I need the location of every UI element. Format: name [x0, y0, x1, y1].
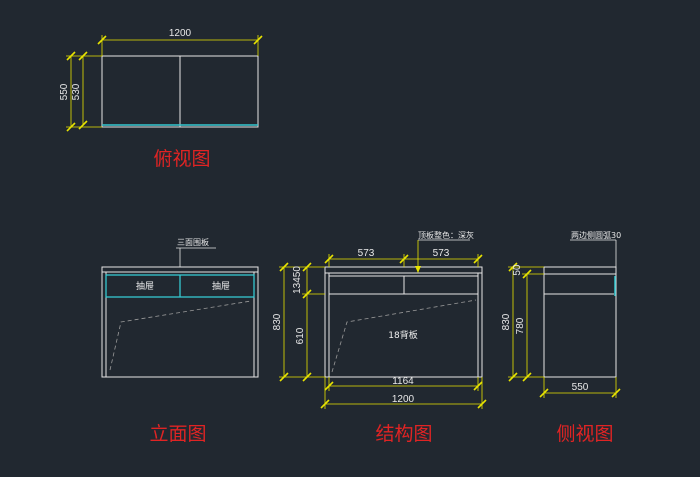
structure-note-arrow: [415, 266, 421, 273]
side-outline: [543, 266, 617, 378]
structure-outline: [324, 266, 483, 378]
structure-bottom-tick-4: [477, 399, 487, 409]
structure-view-title: 结构图: [375, 423, 432, 445]
structure-height-total-text: 830: [272, 313, 283, 330]
top-width-tick-right: [253, 35, 263, 45]
structure-top-tick-2: [399, 254, 409, 264]
front-leader-note: 三面围板: [177, 237, 209, 247]
structure-height-tick-1: [279, 262, 289, 272]
structure-view: 18背板 573 573 顶板整色：深灰 830 610 13450: [272, 230, 487, 445]
structure-height-lower-text: 610: [295, 327, 306, 344]
side-view-title: 侧视图: [556, 423, 613, 445]
structure-top-tick-3: [473, 254, 483, 264]
side-height-total-text: 830: [501, 313, 512, 330]
front-view-title: 立面图: [149, 423, 206, 445]
top-depth-tick-2: [66, 122, 76, 132]
side-height-tick-4: [522, 372, 532, 382]
structure-bottom-tick-3: [320, 399, 330, 409]
front-hidden-line: [109, 300, 252, 371]
top-depth-tick-4: [78, 120, 88, 130]
structure-height-tick-5: [302, 372, 312, 382]
structure-top-tick-1: [324, 254, 334, 264]
side-height-tick-3: [522, 269, 532, 279]
side-view: 两边侧圆弧30 830 780 50 550 侧视图: [501, 230, 621, 445]
side-height-tick-2: [508, 372, 518, 382]
top-depth-tick-3: [78, 51, 88, 61]
structure-back-panel-label: 18背板: [388, 329, 417, 341]
top-width-tick-left: [97, 35, 107, 45]
structure-inner-width-text: 1164: [392, 376, 414, 387]
structure-overall-width-text: 1200: [392, 394, 415, 405]
structure-left-width-text: 573: [358, 248, 375, 259]
structure-bottom-tick-1: [324, 381, 334, 391]
structure-height-tick-4: [302, 289, 312, 299]
front-drawer-left-label: 抽屉: [136, 280, 154, 292]
structure-hidden-line: [331, 299, 477, 373]
side-depth-tick-right: [611, 388, 621, 398]
structure-top-note: 顶板整色：深灰: [418, 230, 474, 240]
top-view: 1200 550 530 俯视图: [59, 28, 263, 170]
structure-height-tick-3: [302, 262, 312, 272]
top-width-dim-text: 1200: [169, 28, 192, 39]
top-depth-tick-1: [66, 51, 76, 61]
top-depth-outer-text: 550: [59, 83, 70, 100]
structure-bottom-tick-2: [473, 381, 483, 391]
side-depth-tick-left: [539, 388, 549, 398]
front-view: 抽屉 抽屉 三面围板 立面图: [101, 237, 259, 445]
top-depth-inner-text: 530: [71, 83, 82, 100]
structure-height-top-text: 13450: [292, 266, 303, 294]
structure-right-width-text: 573: [433, 248, 450, 259]
top-view-title: 俯视图: [153, 148, 210, 170]
side-height-tick-1: [508, 262, 518, 272]
front-drawer-right-label: 抽屉: [212, 280, 230, 292]
side-height-top-text: 50: [512, 264, 523, 276]
side-height-lower-text: 780: [515, 317, 526, 334]
side-top-note: 两边侧圆弧30: [571, 230, 621, 240]
structure-height-tick-2: [279, 372, 289, 382]
side-depth-text: 550: [572, 382, 589, 393]
